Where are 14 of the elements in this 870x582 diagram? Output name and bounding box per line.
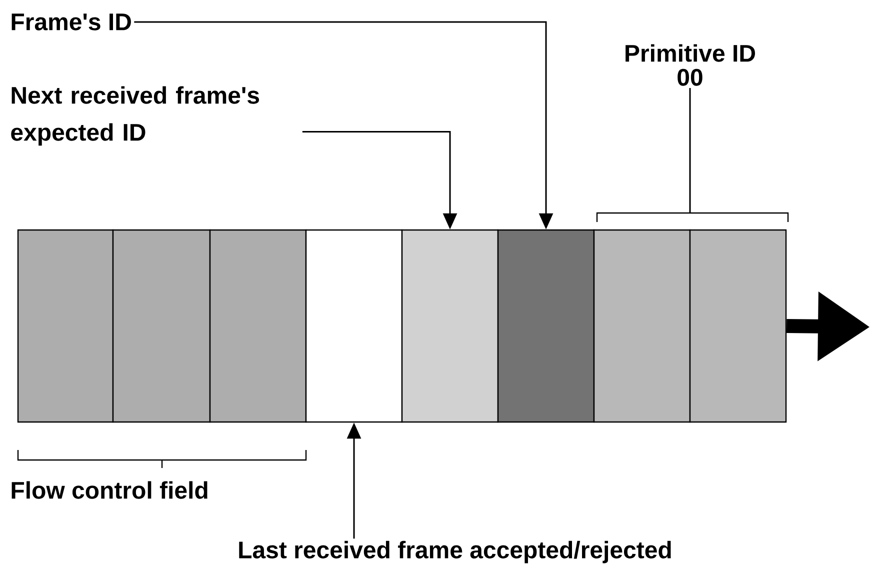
text-label: Frame's ID xyxy=(12,14,131,30)
leader-line xyxy=(689,88,691,213)
frame-field xyxy=(401,229,499,423)
frame-field xyxy=(689,229,787,423)
text-label: Primitive ID 00 xyxy=(626,44,755,86)
text-label: Next received frame's expected ID xyxy=(11,86,259,146)
frame-field xyxy=(17,229,114,423)
frame-field xyxy=(209,229,307,423)
frame-field xyxy=(497,229,595,423)
frame-field xyxy=(593,229,691,423)
frame-field xyxy=(305,229,403,423)
text-label: Last received frame accepted/rejected xyxy=(239,540,671,564)
frame-field xyxy=(112,229,211,423)
field-label: Flow control field xyxy=(12,481,208,499)
